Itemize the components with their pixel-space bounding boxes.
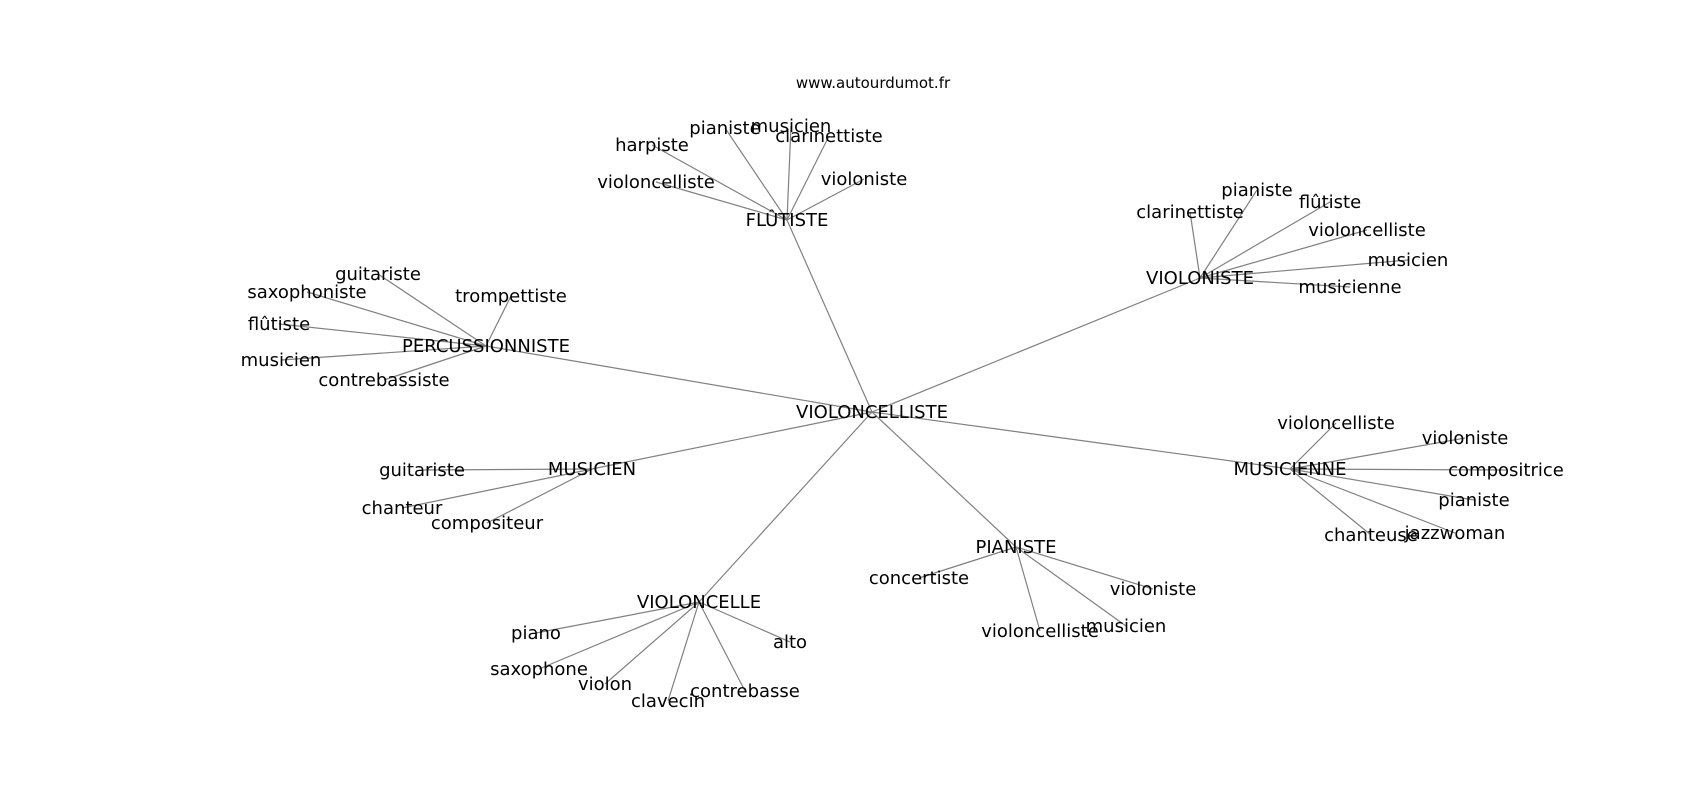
edge-musicienne-leaf bbox=[1289, 468, 1475, 501]
leaf-node-violoniste[interactable]: pianiste bbox=[1221, 180, 1292, 201]
edge-percussionniste-leaf bbox=[485, 295, 512, 347]
hub-node-musicien[interactable]: MUSICIEN bbox=[548, 459, 636, 480]
leaf-node-percussionniste[interactable]: contrebassiste bbox=[318, 370, 449, 391]
edge-musicien-leaf bbox=[486, 468, 593, 524]
edge-center-flutiste bbox=[786, 219, 873, 413]
edge-flutiste-leaf bbox=[724, 127, 788, 221]
leaf-node-violoniste[interactable]: musicien bbox=[1368, 250, 1449, 271]
leaf-node-pianiste[interactable]: musicien bbox=[1086, 616, 1167, 637]
leaf-node-percussionniste[interactable]: saxophoniste bbox=[247, 282, 366, 303]
edge-musicienne-leaf bbox=[1289, 468, 1507, 471]
leaf-node-flutiste[interactable]: pianiste bbox=[689, 118, 760, 139]
leaf-node-musicien[interactable]: guitariste bbox=[379, 460, 465, 481]
edge-violoniste-leaf bbox=[1199, 229, 1368, 279]
edge-violoniste-leaf bbox=[1199, 277, 1351, 288]
edge-flutiste-leaf bbox=[655, 181, 788, 221]
edge-flutiste-leaf bbox=[786, 135, 830, 221]
edge-flutiste-leaf bbox=[786, 178, 865, 221]
leaf-node-flutiste[interactable]: musicien bbox=[751, 116, 832, 137]
hub-node-percussionniste[interactable]: PERCUSSIONNISTE bbox=[402, 336, 570, 357]
edge-flutiste-leaf bbox=[651, 144, 788, 221]
edge-violoncelle-leaf bbox=[538, 601, 700, 670]
edge-percussionniste-leaf bbox=[383, 345, 487, 381]
edge-musicienne-leaf bbox=[1289, 468, 1456, 534]
leaf-node-musicienne[interactable]: pianiste bbox=[1438, 490, 1509, 511]
leaf-node-violoncelle[interactable]: clavecin bbox=[631, 691, 705, 712]
edge-pianiste-leaf bbox=[918, 546, 1017, 579]
edge-percussionniste-leaf bbox=[306, 291, 487, 347]
edge-pianiste-leaf bbox=[1015, 546, 1041, 632]
leaf-node-violoniste[interactable]: violoncelliste bbox=[1308, 220, 1426, 241]
edge-percussionniste-leaf bbox=[377, 273, 487, 347]
hub-node-violoncelle[interactable]: VIOLONCELLE bbox=[637, 592, 761, 613]
edge-violoncelle-leaf bbox=[667, 601, 700, 702]
hub-node-musicienne[interactable]: MUSICIENNE bbox=[1234, 459, 1347, 480]
leaf-node-violoniste[interactable]: flûtiste bbox=[1299, 192, 1361, 213]
edge-violoniste-leaf bbox=[1189, 211, 1201, 279]
leaf-node-percussionniste[interactable]: musicien bbox=[241, 350, 322, 371]
leaf-node-musicien[interactable]: compositeur bbox=[431, 513, 544, 534]
leaf-node-flutiste[interactable]: violoncelliste bbox=[597, 172, 715, 193]
edge-percussionniste-leaf bbox=[280, 345, 487, 361]
edge-center-pianiste bbox=[871, 411, 1017, 548]
edge-musicien-leaf bbox=[401, 468, 593, 509]
edge-violoncelle-leaf bbox=[604, 601, 700, 685]
leaf-node-flutiste[interactable]: violoniste bbox=[821, 169, 908, 190]
leaf-node-violoncelle[interactable]: contrebasse bbox=[690, 681, 800, 702]
edge-musicienne-leaf bbox=[1289, 422, 1337, 470]
leaf-node-musicienne[interactable]: violoncelliste bbox=[1277, 413, 1395, 434]
edge-center-violoniste bbox=[871, 277, 1201, 413]
labels-layer: VIOLONCELLISTE FLÛTISTE violoncelliste harp… bbox=[241, 116, 1564, 712]
leaf-node-pianiste[interactable]: violoniste bbox=[1110, 579, 1197, 600]
leaf-node-pianiste[interactable]: concertiste bbox=[869, 568, 969, 589]
leaf-node-musicienne[interactable]: compositrice bbox=[1448, 460, 1564, 481]
edge-violoncelle-leaf bbox=[535, 601, 700, 634]
hub-node-pianiste[interactable]: PIANISTE bbox=[975, 537, 1056, 558]
leaf-node-musicien[interactable]: chanteur bbox=[362, 498, 443, 519]
edge-center-percussionniste bbox=[485, 345, 873, 413]
edge-musicien-leaf bbox=[421, 468, 593, 471]
edge-pianiste-leaf bbox=[1015, 546, 1154, 590]
edge-musicienne-leaf bbox=[1289, 437, 1466, 470]
leaf-node-flutiste[interactable]: clarinettiste bbox=[775, 126, 882, 147]
edge-violoniste-leaf bbox=[1199, 189, 1258, 279]
edge-center-violoncelle bbox=[698, 411, 873, 603]
leaf-node-musicienne[interactable]: violoniste bbox=[1422, 428, 1509, 449]
edge-violoncelle-leaf bbox=[698, 601, 746, 692]
hub-node-violoniste[interactable]: VIOLONISTE bbox=[1146, 268, 1254, 289]
leaf-node-violoniste[interactable]: musicienne bbox=[1298, 277, 1401, 298]
leaf-node-percussionniste[interactable]: flûtiste bbox=[248, 314, 310, 335]
leaf-node-musicienne[interactable]: jazzwoman bbox=[1404, 523, 1506, 544]
leaf-node-violoncelle[interactable]: violon bbox=[578, 674, 632, 695]
center-node[interactable]: VIOLONCELLISTE bbox=[796, 402, 948, 423]
edge-flutiste-leaf bbox=[786, 125, 792, 221]
leaf-node-violoncelle[interactable]: saxophone bbox=[490, 659, 588, 680]
edge-violoniste-leaf bbox=[1199, 259, 1409, 279]
edges-layer bbox=[278, 125, 1507, 702]
leaf-node-flutiste[interactable]: harpiste bbox=[615, 135, 689, 156]
site-url[interactable]: www.autourdumot.fr bbox=[796, 74, 951, 92]
leaf-node-percussionniste[interactable]: trompettiste bbox=[455, 286, 567, 307]
edge-violoncelle-leaf bbox=[698, 601, 791, 643]
edge-center-musicien bbox=[591, 411, 873, 470]
edge-pianiste-leaf bbox=[1015, 546, 1127, 627]
edge-center-musicienne bbox=[871, 411, 1291, 470]
edge-violoniste-leaf bbox=[1199, 201, 1331, 279]
leaf-node-pianiste[interactable]: violoncelliste bbox=[981, 621, 1099, 642]
leaf-node-musicienne[interactable]: chanteuse bbox=[1324, 525, 1418, 546]
leaf-node-violoniste[interactable]: clarinettiste bbox=[1136, 202, 1243, 223]
edge-percussionniste-leaf bbox=[278, 323, 487, 347]
leaf-node-percussionniste[interactable]: guitariste bbox=[335, 264, 421, 285]
edge-musicienne-leaf bbox=[1289, 468, 1372, 536]
leaf-node-violoncelle[interactable]: piano bbox=[511, 623, 561, 644]
hub-node-flutiste[interactable]: FLÛTISTE bbox=[746, 209, 829, 231]
leaf-node-violoncelle[interactable]: alto bbox=[773, 632, 807, 653]
